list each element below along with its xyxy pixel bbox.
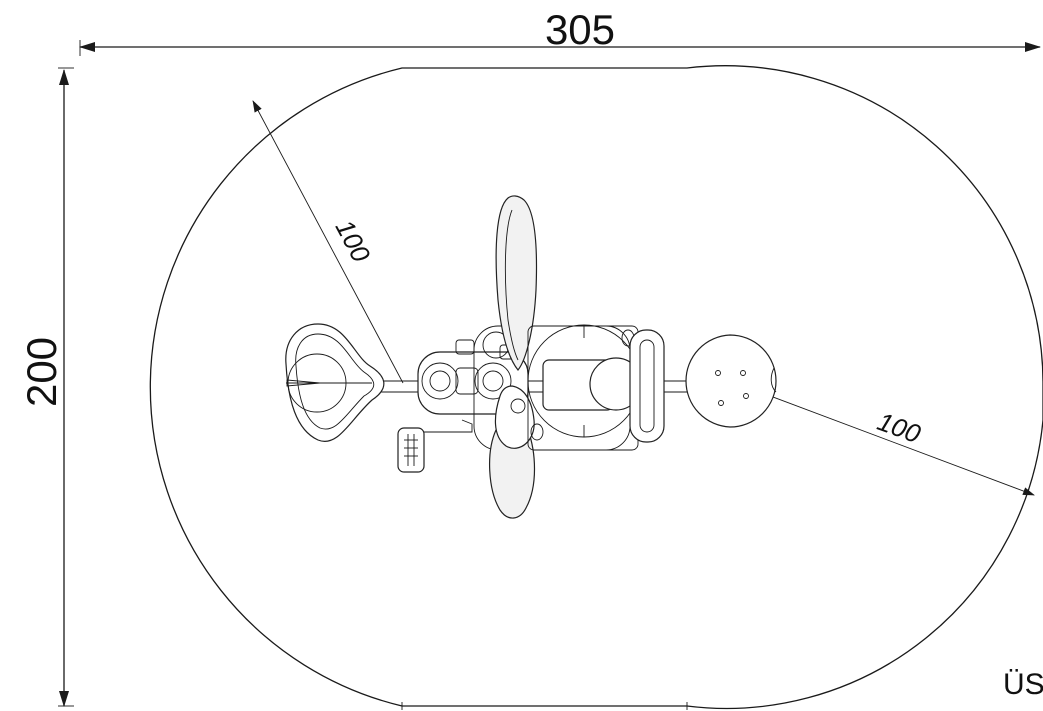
- radius-right-line: [740, 384, 1035, 496]
- radius-left-line: [252, 100, 404, 384]
- corner-label: ÜS: [1003, 668, 1043, 701]
- round-seat: [685, 334, 777, 428]
- height-dimension-label: 200: [18, 337, 65, 407]
- radius-left-label: 100: [330, 215, 377, 268]
- platform-frame: [527, 324, 643, 451]
- safety-zone-outline: [149, 65, 1043, 710]
- radius-right-label: 100: [874, 406, 926, 449]
- propeller-blade-top: [495, 195, 538, 371]
- width-dimension-label: 305: [545, 6, 615, 53]
- heart-seat: [285, 323, 385, 442]
- pedal-block: [397, 419, 473, 473]
- side-handle-bars: [629, 329, 665, 443]
- playground-equipment: [285, 195, 777, 519]
- propeller-hub: [494, 385, 535, 449]
